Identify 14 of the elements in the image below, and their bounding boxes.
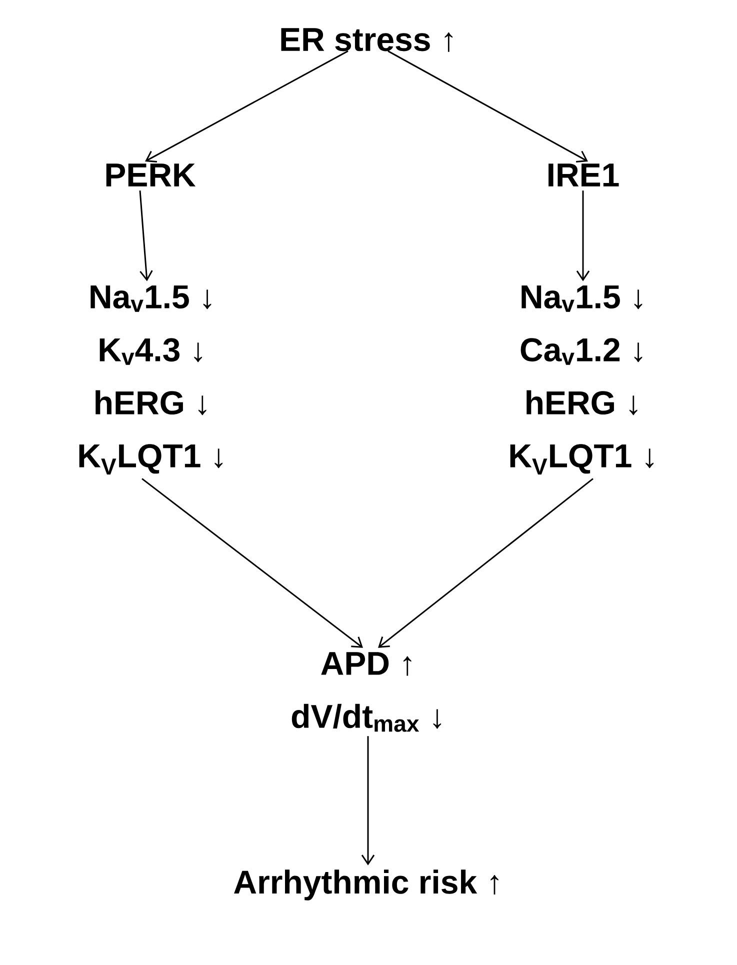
outcome-list: APD ↑ dV/dt$_{max}$ ↓ [292, 652, 442, 732]
pathway-label: PERK [106, 164, 196, 186]
pathway-label: IRE1 [548, 164, 619, 186]
risk-label: Arrhythmic risk ↑ [234, 870, 498, 900]
arrow [139, 190, 153, 282]
arrow [142, 478, 363, 648]
stress-label: ER stress ↑ [281, 28, 453, 52]
arrow [378, 478, 594, 648]
channel-list: Na$_{v}$1.5 ↓ K$_{v}$4.3 ↓ hERG ↓ K$_{V}$LQT1 ↓ [79, 285, 222, 475]
arrow [388, 50, 588, 162]
arrow [576, 190, 590, 282]
channel-list: Na$_{v}$1.5 ↓ Ca$_{v}$1.2 ↓ hERG ↓ K$_{V}$LQT1 ↓ [510, 285, 654, 475]
arrow [145, 50, 348, 163]
arrow [361, 736, 375, 866]
